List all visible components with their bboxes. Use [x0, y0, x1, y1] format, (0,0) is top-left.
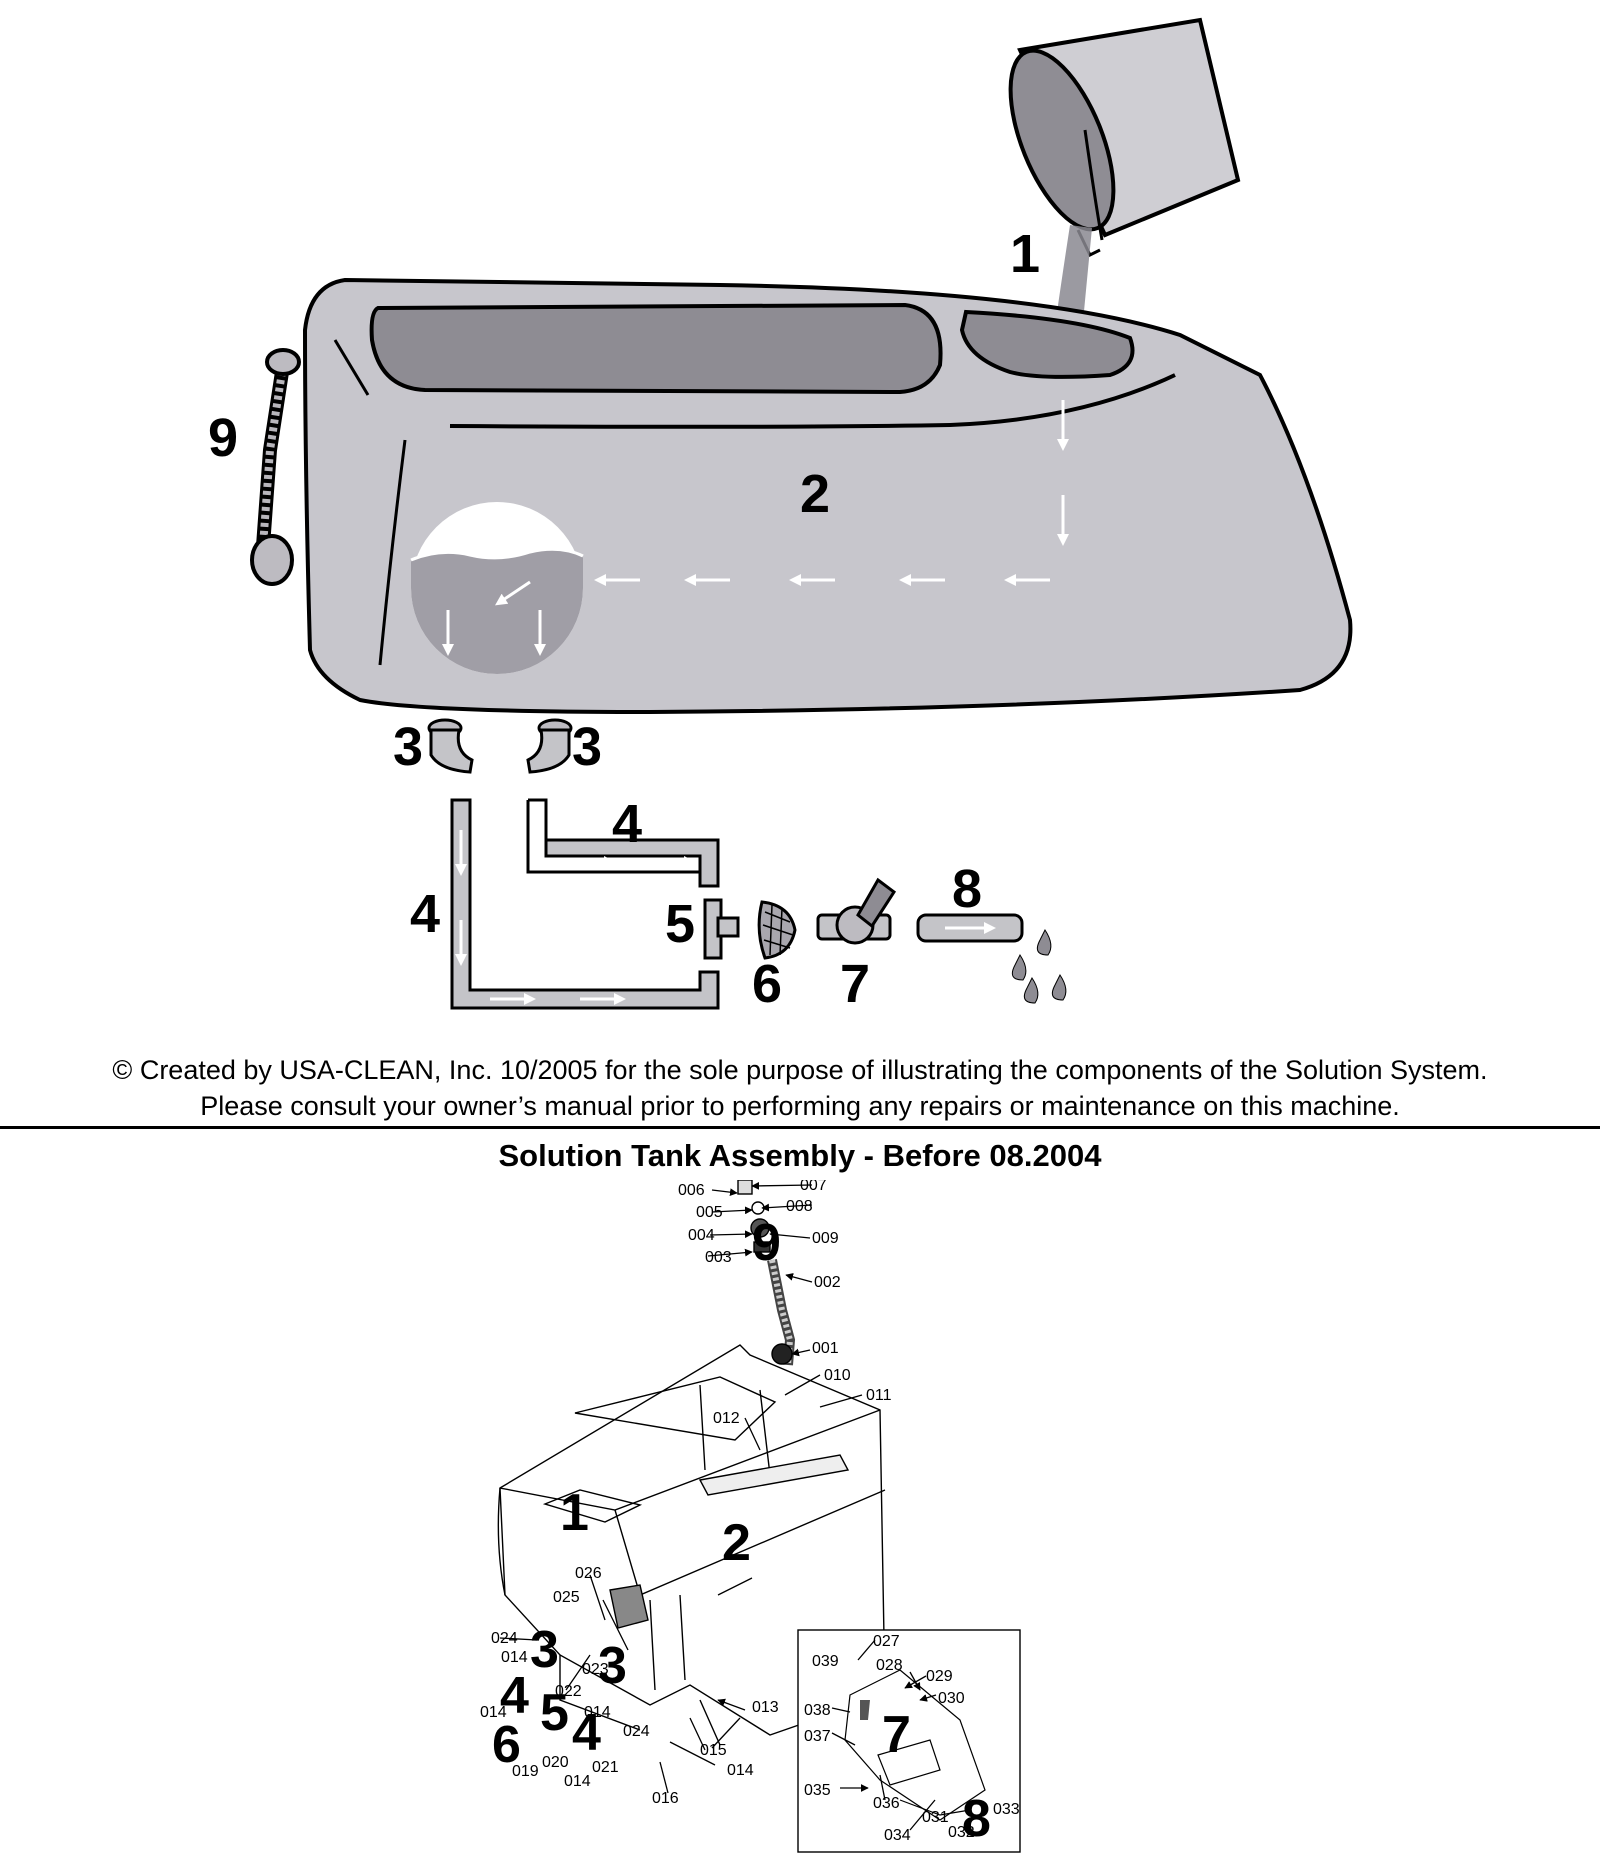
hose-left-icon: [450, 798, 720, 1010]
part-030: 030: [938, 1690, 965, 1707]
part-009: 009: [812, 1230, 839, 1247]
label-bucket: 1: [1010, 224, 1040, 284]
part-036: 036: [873, 1795, 900, 1812]
part-016: 016: [652, 1790, 679, 1807]
part-010: 010: [824, 1367, 851, 1384]
part-019: 019: [512, 1763, 539, 1780]
label-outlet-hose: 8: [952, 859, 982, 919]
part-015: 015: [700, 1742, 727, 1759]
part-026: 026: [575, 1565, 602, 1582]
part-024b: 024: [623, 1723, 650, 1740]
solution-tank: [302, 277, 1353, 715]
part-022: 022: [555, 1683, 582, 1700]
callout-hose-b: 4: [572, 1704, 601, 1762]
part-014a: 014: [501, 1649, 528, 1666]
tee-fitting-icon: [703, 898, 740, 960]
part-034: 034: [884, 1827, 911, 1844]
part-020: 020: [542, 1754, 569, 1771]
part-037: 037: [804, 1728, 831, 1745]
valve-inset-box: [797, 1629, 1021, 1853]
label-hose-right: 4: [612, 794, 642, 854]
label-level-gauge: 9: [208, 408, 238, 468]
part-011: 011: [866, 1387, 892, 1404]
callout-elbow-b: 3: [598, 1637, 627, 1695]
part-014b: 014: [480, 1704, 507, 1721]
valve-icon: [816, 877, 897, 945]
part-031: 031: [922, 1809, 949, 1826]
part-029: 029: [926, 1668, 953, 1685]
level-gauge-icon: [250, 348, 301, 586]
callout-strainer: 6: [492, 1716, 521, 1774]
callout-outlet: 8: [962, 1790, 991, 1848]
label-tee: 5: [665, 894, 695, 954]
part-014d: 014: [564, 1773, 591, 1790]
elbow-fitting-right-icon: [526, 718, 573, 774]
part-023: 023: [582, 1661, 609, 1678]
part-014e: 014: [727, 1762, 754, 1779]
part-008: 008: [786, 1198, 813, 1215]
leader-lines: [499, 1181, 937, 1831]
exploded-parts-diagram: 001 002 003 004 005 006 007 008 009 010 …: [480, 1180, 1021, 1853]
assembly-title: Solution Tank Assembly - Before 08.2004: [498, 1138, 1102, 1173]
part-002: 002: [814, 1274, 841, 1291]
label-hose-left: 4: [410, 884, 440, 944]
copyright-line-2: Please consult your owner’s manual prior…: [200, 1091, 1400, 1121]
label-elbow-right: 3: [572, 717, 602, 777]
part-024a: 024: [491, 1630, 518, 1647]
part-013: 013: [752, 1699, 779, 1716]
assembly-callout-numbers: 1 2 3 3 4 4 5 6 7 8 9: [492, 1214, 991, 1848]
tank-body-drawing: [497, 1344, 886, 1746]
callout-hose-a: 4: [500, 1667, 529, 1725]
part-014c: 014: [584, 1704, 611, 1721]
part-039: 039: [812, 1653, 839, 1670]
label-tank: 2: [800, 464, 830, 524]
bucket-icon: [1008, 17, 1241, 258]
callout-tank: 2: [722, 1514, 751, 1572]
part-035: 035: [804, 1782, 831, 1799]
callout-tee: 5: [540, 1684, 569, 1742]
section-divider: [0, 1126, 1600, 1129]
callout-fill-opening: 1: [560, 1484, 589, 1542]
callout-elbow-a: 3: [530, 1621, 559, 1679]
part-004: 004: [688, 1227, 715, 1244]
label-strainer: 6: [752, 954, 782, 1014]
water-drops-icon: [1011, 929, 1067, 1004]
part-025: 025: [553, 1589, 580, 1606]
elbow-fitting-left-icon: [427, 718, 474, 774]
copyright-line-1: © Created by USA-CLEAN, Inc. 10/2005 for…: [112, 1055, 1488, 1085]
copyright-notice: © Created by USA-CLEAN, Inc. 10/2005 for…: [0, 1052, 1600, 1124]
part-number-labels: 001 002 003 004 005 006 007 008 009 010 …: [480, 1180, 1020, 1844]
part-006: 006: [678, 1182, 705, 1199]
part-003: 003: [705, 1249, 732, 1266]
callout-gauge: 9: [752, 1214, 781, 1272]
part-012: 012: [713, 1410, 740, 1427]
strainer-icon: [757, 900, 797, 960]
label-valve: 7: [840, 954, 870, 1014]
part-021: 021: [592, 1759, 619, 1776]
part-027: 027: [873, 1633, 900, 1650]
outlet-hose-icon: [916, 913, 1024, 943]
part-007: 007: [800, 1180, 827, 1194]
solution-system-illustration: 1 2 3 3 4 4 5 6 7 8 9: [208, 17, 1353, 1014]
part-033: 033: [993, 1801, 1020, 1818]
callout-valve: 7: [882, 1706, 911, 1764]
hose-right-icon: [526, 798, 720, 888]
part-001: 001: [812, 1340, 839, 1357]
part-038: 038: [804, 1702, 831, 1719]
part-032: 032: [948, 1824, 975, 1841]
part-028: 028: [876, 1657, 903, 1674]
label-elbow-left: 3: [393, 717, 423, 777]
part-005: 005: [696, 1204, 723, 1221]
